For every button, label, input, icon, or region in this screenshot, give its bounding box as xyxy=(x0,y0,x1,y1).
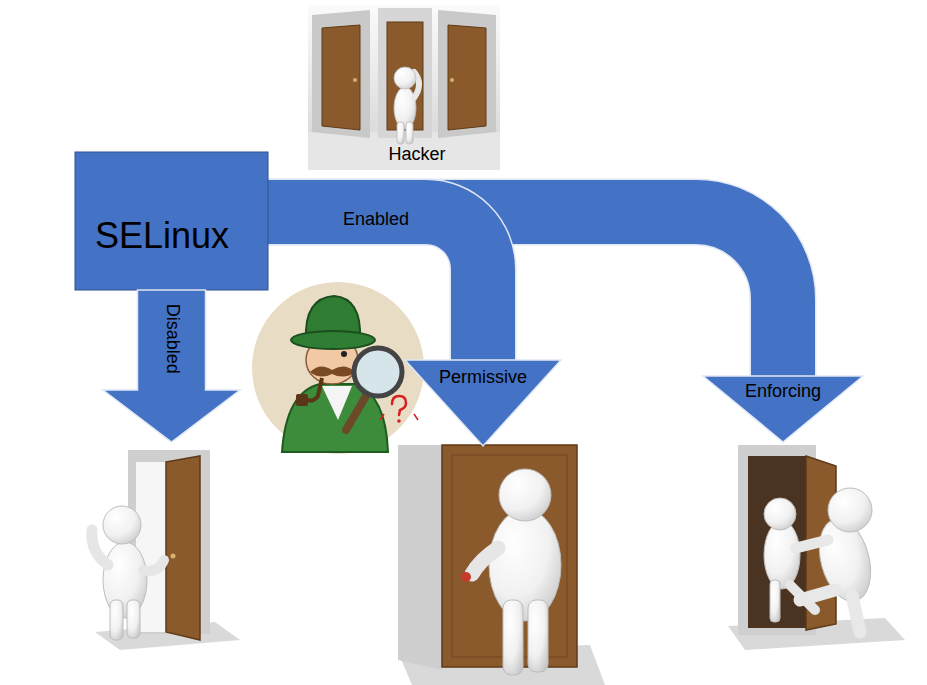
edge-label: Enabled xyxy=(343,209,409,231)
hacker-picture-part xyxy=(406,122,413,144)
mode-arrow: Disabled xyxy=(103,290,240,442)
guarded-door-picture-part xyxy=(852,595,860,632)
box-title: SELinux xyxy=(95,214,231,257)
hacker-picture-part xyxy=(308,5,500,170)
hacker-picture-part xyxy=(438,10,496,138)
guarded-door-picture-part xyxy=(764,498,796,530)
connector-band xyxy=(268,212,483,362)
hacker-picture-part xyxy=(353,78,357,82)
hacker-picture xyxy=(308,5,500,170)
mode-name: Permissive xyxy=(405,367,561,389)
locked-door-picture-part xyxy=(398,445,442,670)
locked-door-picture-part xyxy=(528,600,548,672)
hacker-picture-part xyxy=(448,25,486,130)
locked-door-picture xyxy=(398,445,605,685)
detective-picture-part xyxy=(322,386,352,420)
detective-picture xyxy=(252,282,424,454)
mode-arrowhead: Permissive xyxy=(405,360,561,446)
open-door-picture xyxy=(92,450,240,650)
guarded-door-picture-part xyxy=(738,445,816,635)
locked-door-picture-part xyxy=(472,548,498,574)
picture-caption-box: Hacker xyxy=(388,144,445,166)
selinux-box-fill xyxy=(75,152,268,290)
detective-picture-part xyxy=(252,282,424,454)
connector-outline xyxy=(268,212,783,378)
connector-fill xyxy=(268,212,483,362)
open-door-picture-part xyxy=(110,600,123,640)
guarded-door-picture-part xyxy=(800,590,835,600)
mode-arrow-fill xyxy=(103,290,240,442)
open-door-picture-part xyxy=(143,560,164,571)
detective-picture-part xyxy=(296,394,308,406)
guarded-door-picture-part xyxy=(764,521,800,589)
mode-name: Enforcing xyxy=(703,381,863,403)
hacker-picture-part xyxy=(387,22,423,130)
open-door-picture-part xyxy=(171,554,176,559)
open-door-picture-part xyxy=(127,600,140,638)
guarded-door-picture xyxy=(728,445,905,650)
locked-door-picture-part xyxy=(503,600,523,675)
connector-band xyxy=(268,212,783,378)
guarded-door-picture-part xyxy=(796,540,828,548)
locked-door-picture-part xyxy=(499,469,551,521)
edge-label-box: Enabled xyxy=(343,209,409,231)
open-door-picture-part xyxy=(103,506,141,544)
detective-picture-part xyxy=(346,396,366,430)
detective-picture-part xyxy=(341,351,347,357)
hacker-picture-part xyxy=(397,122,404,144)
detective-picture-part xyxy=(310,366,356,376)
detective-picture-part xyxy=(354,348,402,396)
connector-outline xyxy=(268,212,483,362)
guarded-door-picture-part xyxy=(828,488,872,532)
selinux-box: SELinux xyxy=(75,152,268,290)
open-door-picture-part xyxy=(166,456,200,640)
hacker-picture-part xyxy=(322,25,360,130)
detective-picture-part xyxy=(414,414,418,420)
mode-arrowhead: Enforcing xyxy=(703,376,863,442)
hacker-picture-part xyxy=(312,10,370,138)
picture-caption: Hacker xyxy=(388,144,445,166)
detective-picture-part xyxy=(397,419,401,423)
connector-fill xyxy=(268,212,783,378)
detective-picture-part xyxy=(392,396,406,415)
hacker-picture-part xyxy=(394,67,416,89)
detective-picture-part xyxy=(380,414,384,420)
guarded-door-picture-part xyxy=(770,580,780,622)
mode-name: Disabled xyxy=(162,304,184,376)
detective-picture-part xyxy=(291,331,375,349)
hacker-picture-part xyxy=(378,8,432,138)
hacker-picture-part xyxy=(450,78,454,82)
locked-door-picture-part xyxy=(461,572,471,582)
mode-arrowhead-fill xyxy=(703,376,863,442)
locked-door-picture-part xyxy=(489,509,561,621)
mode-arrowhead-fill xyxy=(405,360,561,446)
